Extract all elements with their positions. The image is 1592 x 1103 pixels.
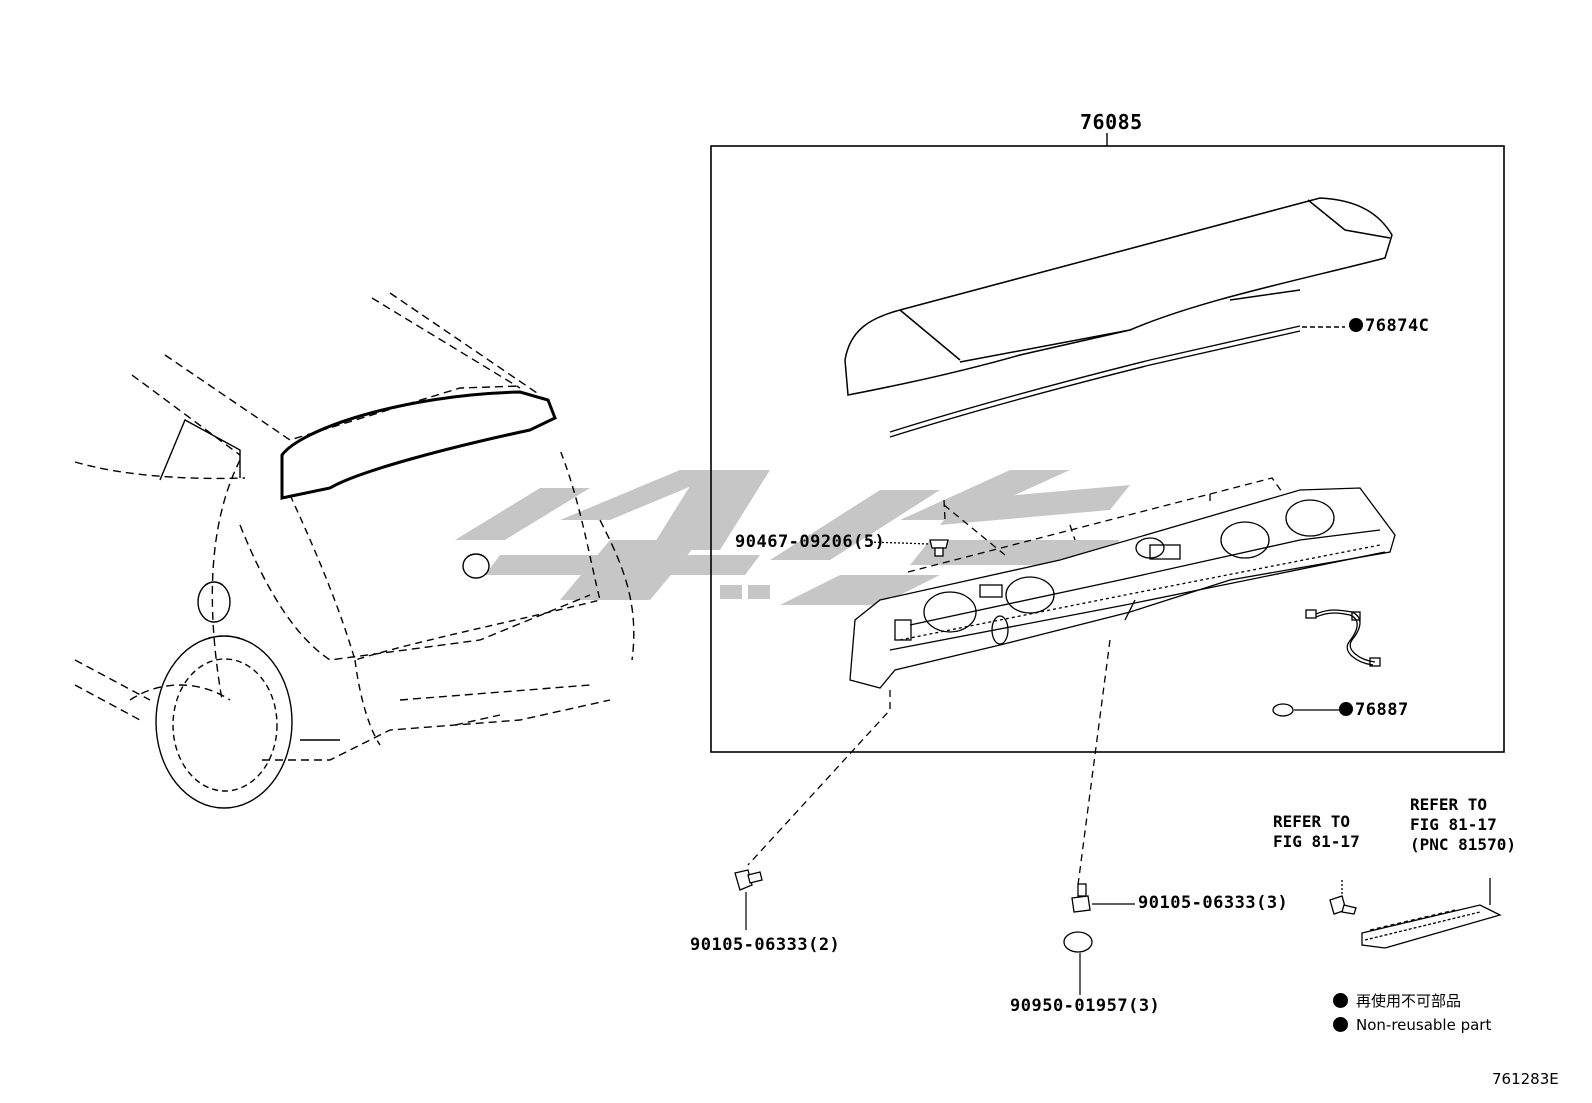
assembly-leader-lines (747, 477, 1283, 886)
legend-row-jp: 再使用不可部品 (1333, 990, 1461, 1011)
cushion-icon (1272, 703, 1345, 717)
legend-row-en: Non-reusable part (1333, 1016, 1491, 1034)
refer-line: FIG 81-17 (1273, 832, 1360, 851)
document-id: 761283E (1492, 1070, 1559, 1088)
screw-right-icon (1071, 883, 1135, 913)
refer-line: REFER TO (1410, 795, 1488, 814)
cushion-part-number: 76887 (1355, 700, 1409, 720)
seal-strip (889, 325, 1345, 438)
filled-circle-icon (1339, 702, 1353, 716)
lamp-refer-note: REFER TO FIG 81-17 (PNC 81570) (1410, 795, 1516, 855)
legend-text-jp: 再使用不可部品 (1356, 992, 1462, 1010)
screw-right-part-number: 90105-06333(3) (1138, 893, 1289, 913)
refer-line: FIG 81-17 (1410, 815, 1497, 834)
clip-part-number: 90467-09206(5) (735, 532, 886, 552)
legend-text-en: Non-reusable part (1356, 1016, 1492, 1034)
clip-icon (869, 539, 949, 557)
watermark-logo (455, 470, 1130, 605)
filled-circle-icon (1333, 1017, 1348, 1032)
vehicle-rear-view (74, 292, 635, 809)
assembly-part-number: 76085 (1080, 110, 1143, 134)
plug-part-number: 90950-01957(3) (1010, 996, 1161, 1016)
refer-line: (PNC 81570) (1410, 835, 1516, 854)
seal-part-number: 76874C (1365, 316, 1430, 336)
filled-circle-icon (1333, 993, 1348, 1008)
seal-callout: 76874C (1349, 316, 1429, 336)
cushion-callout: 76887 (1339, 700, 1409, 720)
wire-harness-icon (1305, 609, 1381, 667)
bolt-refer-note: REFER TO FIG 81-17 (1273, 812, 1360, 852)
plug-icon (1063, 931, 1093, 995)
filled-circle-icon (1349, 318, 1363, 332)
spoiler-shell (844, 197, 1393, 396)
spoiler-inner-panel (849, 487, 1396, 689)
refer-line: REFER TO (1273, 812, 1351, 831)
assembly-frame (710, 133, 1505, 753)
screw-left-icon (734, 869, 763, 930)
high-mount-stop-lamp-icon (1361, 878, 1502, 949)
screw-left-part-number: 90105-06333(2) (690, 935, 841, 955)
bolt-icon (1329, 880, 1357, 915)
